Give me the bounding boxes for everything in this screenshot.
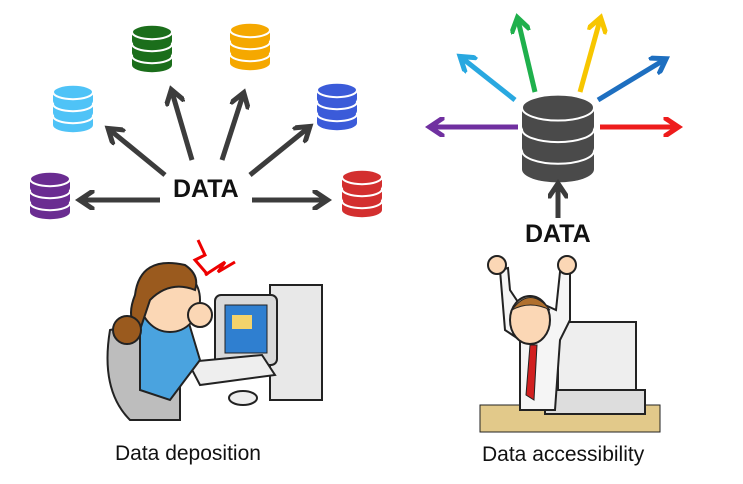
right-arrows <box>432 20 676 127</box>
arrow-to-blue <box>248 128 308 177</box>
right-database <box>521 93 595 183</box>
frustrated-user-illustration <box>106 239 323 421</box>
arrow-to-lightblue <box>110 130 167 177</box>
left-databases <box>29 21 383 220</box>
database-icon-purple <box>29 170 71 220</box>
arrow-light-blue <box>462 58 517 102</box>
left-arrows <box>82 92 325 200</box>
database-icon-green <box>131 23 173 73</box>
database-icon-orange <box>229 21 271 71</box>
database-icon-center <box>521 93 595 183</box>
database-icon-blue <box>316 81 358 131</box>
arrow-yellow <box>577 20 600 93</box>
arrow-blue <box>596 60 664 103</box>
caption-data-deposition: Data deposition <box>115 442 261 465</box>
caption-data-accessibility: Data accessibility <box>482 443 645 466</box>
right-data-label: DATA <box>525 220 591 248</box>
happy-user-illustration <box>479 255 661 433</box>
arrow-green <box>518 20 538 93</box>
arrow-to-orange <box>219 95 243 161</box>
left-data-label: DATA <box>173 175 239 203</box>
arrow-to-green <box>172 92 195 161</box>
database-icon-red <box>341 168 383 218</box>
database-icon-light-blue <box>52 83 94 133</box>
